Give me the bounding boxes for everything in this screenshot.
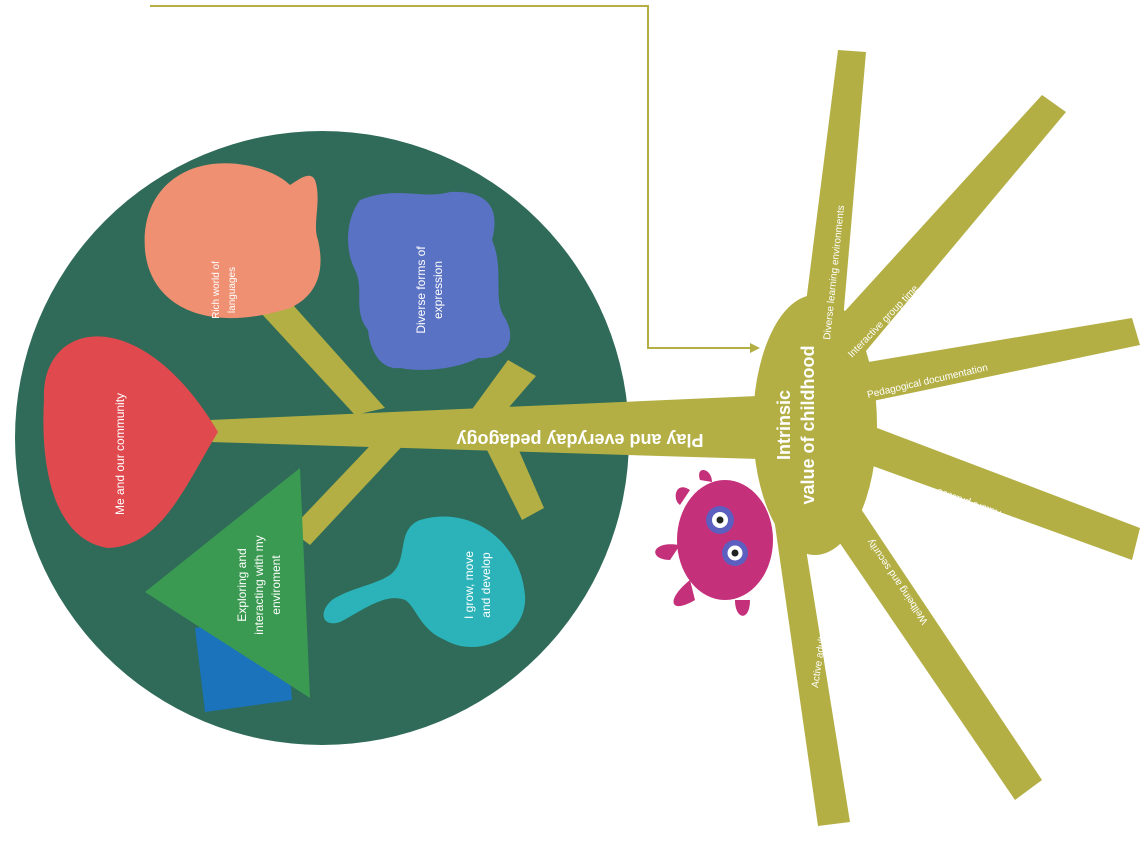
ray-documentation: [820, 318, 1140, 410]
branch-bubble: [260, 296, 385, 415]
branch-triangle: [290, 430, 408, 545]
branch-drop: [482, 430, 544, 520]
label-exploring-1: Exploring and: [235, 548, 249, 621]
center-hub: [753, 295, 877, 555]
tree-branches: [210, 296, 790, 545]
ray-adults: [765, 450, 850, 826]
label-me-community: Me and our community: [113, 393, 127, 515]
speech-bubble-icon: [144, 163, 321, 319]
label-grow-1: I grow, move: [462, 551, 476, 619]
connector-arrow-icon: [750, 343, 760, 353]
cloud-blob-icon: [348, 191, 511, 370]
label-diverse-expression-2: expression: [431, 261, 445, 319]
heart-shape-icon: [43, 336, 219, 548]
center-label-1: Intrinsic: [774, 390, 794, 460]
label-grow-2: and develop: [479, 552, 493, 618]
label-diverse-expression-1: Diverse forms of: [414, 246, 428, 334]
trunk-label: Play and everyday pedagogy: [456, 430, 703, 450]
drop-shape-icon: [323, 516, 526, 648]
triangle-shape-icon: [145, 468, 310, 698]
label-exploring-2: interacting with my: [252, 535, 266, 634]
rays: [765, 50, 1140, 826]
connector-line: [150, 5, 755, 349]
trunk: [210, 395, 790, 460]
ray-nature: [815, 410, 1140, 560]
center-label-2: value of childhood: [798, 345, 818, 504]
ray-learning-env: [800, 50, 866, 355]
monster-mascot-icon: [655, 470, 773, 616]
label-rich-languages-1: Rich world of: [211, 261, 222, 319]
branch-cloud: [470, 360, 536, 420]
label-exploring-3: enviroment: [269, 555, 283, 615]
ray-group-time: [805, 95, 1066, 382]
label-rich-languages-2: languages: [227, 267, 238, 313]
ray-wellbeing: [790, 440, 1042, 800]
